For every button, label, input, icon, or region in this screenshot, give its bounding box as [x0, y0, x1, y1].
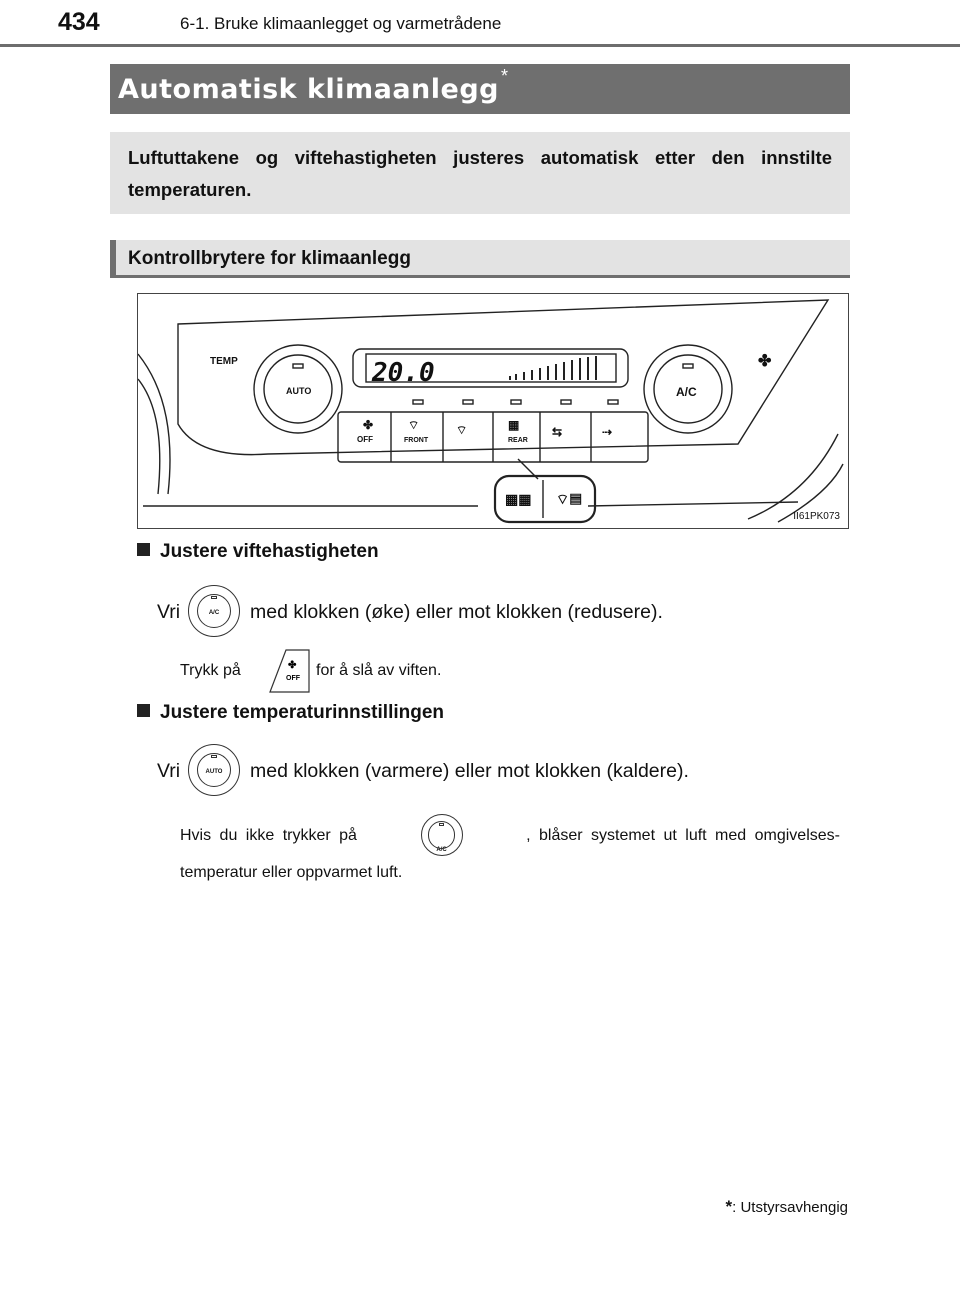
- temp-note-line2: temperatur eller oppvarmet luft.: [180, 864, 403, 881]
- control-panel-illustration: TEMP AUTO A/C 20.0 OFF FRONT REAR ✤ ✤ ⌔ …: [138, 299, 844, 524]
- off-button-drawing: ✤ OFF: [269, 649, 310, 693]
- fan-section-heading: Justere viftehastigheten: [137, 541, 379, 563]
- knob-label: A/C: [208, 610, 220, 616]
- rear-defroster-icon: ▦: [508, 418, 519, 432]
- knob-indicator: [211, 755, 217, 758]
- fan-line-after: med klokken (øke) eller mot klokken (red…: [250, 601, 663, 623]
- front-defroster-icon: ⌔: [408, 418, 419, 432]
- header-rule: [0, 44, 960, 47]
- footnote-text: : Utstyrsavhengig: [732, 1199, 848, 1216]
- subsection-header: Kontrollbrytere for klimaanlegg: [110, 240, 850, 278]
- fan-note-before: Trykk på: [180, 662, 241, 679]
- temp-note-line1: Hvis du ikke trykker på A/C , blåser sys…: [180, 814, 840, 856]
- rear-label: REAR: [508, 437, 528, 444]
- temp-section-heading: Justere temperaturinnstillingen: [137, 702, 444, 724]
- off-label: OFF: [357, 435, 373, 444]
- knob-label: A/C: [436, 847, 447, 854]
- fan-icon: ✤: [363, 418, 373, 432]
- footnote-marker: *: [725, 1197, 733, 1216]
- windshield-airflow-icon: ⌔: [456, 423, 467, 437]
- fan-knob-icon: A/C: [188, 585, 240, 637]
- temp-note-after: , blåser systemet ut luft med omgivelses…: [526, 826, 840, 844]
- intro-box: Luftuttakene og viftehastigheten justere…: [110, 132, 850, 214]
- recirculation-icon: ⇆: [552, 425, 562, 439]
- display-temperature: 20.0: [371, 358, 435, 388]
- page-number: 434: [58, 8, 100, 36]
- fan-icon: ✤: [758, 353, 772, 370]
- temp-knob-icon: AUTO: [188, 744, 240, 796]
- fan-note-after: for å slå av viften.: [316, 662, 442, 679]
- auto-knob-icon: AUTO: [188, 744, 240, 796]
- temp-note-before: Hvis du ikke trykker på: [180, 826, 357, 844]
- figure-code: II61PK073: [793, 511, 840, 522]
- fan-icon: ✤: [288, 660, 297, 671]
- knob-indicator: [211, 596, 217, 599]
- off-button-icon: ✤ OFF: [266, 648, 310, 694]
- rear-defroster-icon: ▦▦: [505, 491, 531, 507]
- control-panel-figure: TEMP AUTO A/C 20.0 OFF FRONT REAR ✤ ✤ ⌔ …: [137, 293, 849, 529]
- temp-label: TEMP: [210, 356, 238, 367]
- temp-line-before: Vri: [157, 760, 181, 782]
- title-footnote-marker: *: [501, 66, 509, 86]
- knob-indicator: [439, 823, 444, 826]
- auto-label: AUTO: [286, 386, 311, 396]
- temp-note: Hvis du ikke trykker på A/C , blåser sys…: [180, 814, 840, 889]
- off-button-label: OFF: [286, 675, 301, 682]
- front-label: FRONT: [404, 437, 429, 444]
- fan-heading-text: Justere viftehastigheten: [160, 541, 379, 562]
- temp-line-after: med klokken (varmere) eller mot klokken …: [250, 760, 689, 782]
- fan-line-before: Vri: [157, 601, 181, 623]
- wiper-deicer-icon: ⌔▤: [556, 491, 582, 507]
- page-title-bar: Automatisk klimaanlegg*: [110, 64, 850, 114]
- ac-knob-icon: A/C: [188, 585, 240, 637]
- bullet-square-icon: [137, 704, 150, 717]
- fresh-air-icon: ⇢: [602, 425, 612, 439]
- page-title: Automatisk klimaanlegg: [118, 74, 499, 105]
- knob-label: AUTO: [205, 769, 223, 775]
- ac-knob-icon: A/C: [420, 814, 463, 856]
- fan-instruction: Vri: [157, 601, 180, 624]
- footnote: *: Utstyrsavhengig: [725, 1197, 848, 1217]
- subsection-heading: Kontrollbrytere for klimaanlegg: [128, 248, 411, 269]
- intro-text: Luftuttakene og viftehastigheten justere…: [128, 147, 832, 200]
- bullet-square-icon: [137, 543, 150, 556]
- ac-label: A/C: [676, 385, 697, 399]
- section-title: 6-1. Bruke klimaanlegget og varmetrådene: [180, 14, 502, 33]
- temp-heading-text: Justere temperaturinnstillingen: [160, 702, 445, 723]
